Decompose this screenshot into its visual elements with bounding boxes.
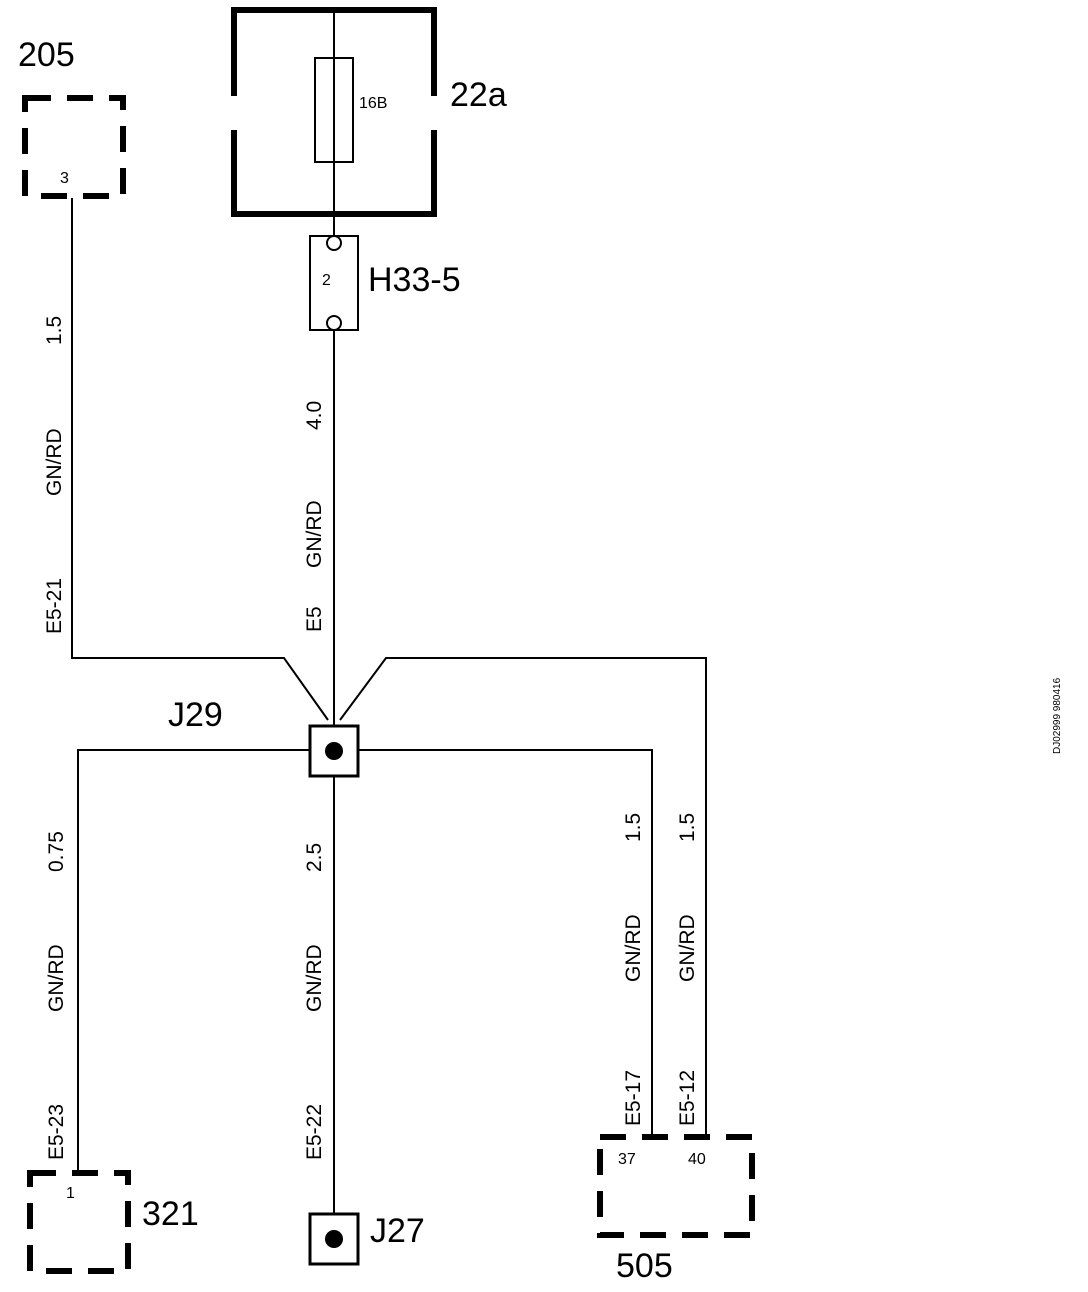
connector-205-pin: 3 — [60, 170, 69, 187]
splice-j29-label: J29 — [168, 696, 223, 734]
fusebox-22a-label: 22a — [450, 76, 507, 114]
wire-h33-size: 4.0 — [303, 401, 326, 430]
wire-505b-color: GN/RD — [676, 914, 699, 982]
wire-j29-to-321 — [77, 749, 310, 1172]
connector-205-box — [22, 95, 126, 199]
wire-505b-size: 1.5 — [676, 813, 699, 842]
splice-j27-label: J27 — [370, 1212, 425, 1250]
connector-505-label: 505 — [616, 1247, 673, 1285]
wire-321-size: 0.75 — [45, 831, 68, 872]
connector-505-pin-40: 40 — [688, 1151, 706, 1168]
wire-h33-color: GN/RD — [303, 500, 326, 568]
wire-205-color: GN/RD — [43, 428, 66, 496]
h33-pin-top — [326, 235, 342, 251]
wire-j29-to-505-pin37 — [358, 749, 653, 1136]
wire-505a-size: 1.5 — [622, 813, 645, 842]
wire-505a-id: E5-17 — [622, 1070, 645, 1126]
connector-321-box — [27, 1170, 131, 1274]
wire-j27-size: 2.5 — [303, 843, 326, 872]
wire-205-size: 1.5 — [43, 316, 66, 345]
wire-321-id: E5-23 — [45, 1104, 68, 1160]
connector-205-label: 205 — [18, 36, 75, 74]
splice-j27-dot — [325, 1230, 343, 1248]
h33-pin-bottom — [326, 315, 342, 331]
wire-321-color: GN/RD — [45, 944, 68, 1012]
splice-j29-dot — [325, 742, 343, 760]
wire-205-id: E5-21 — [43, 578, 66, 634]
connector-505-pin-37: 37 — [618, 1151, 636, 1168]
wire-h33-id: E5 — [303, 606, 326, 632]
connector-h33-5-label: H33-5 — [368, 261, 461, 299]
connector-h33-5-pin: 2 — [322, 272, 331, 289]
wire-j27-id: E5-22 — [303, 1104, 326, 1160]
wire-j29-to-505-pin40 — [339, 657, 707, 1136]
connector-321-pin: 1 — [66, 1185, 75, 1202]
fuse-label: 16B — [359, 95, 387, 112]
wire-505a-color: GN/RD — [622, 914, 645, 982]
connector-h33-5-box — [309, 235, 359, 331]
wire-205-to-j29 — [71, 198, 329, 721]
figure-id: DJ02999 980416 — [1052, 677, 1063, 754]
connector-321-label: 321 — [142, 1195, 199, 1233]
wire-j27-color: GN/RD — [303, 944, 326, 1012]
wire-505b-id: E5-12 — [676, 1070, 699, 1126]
